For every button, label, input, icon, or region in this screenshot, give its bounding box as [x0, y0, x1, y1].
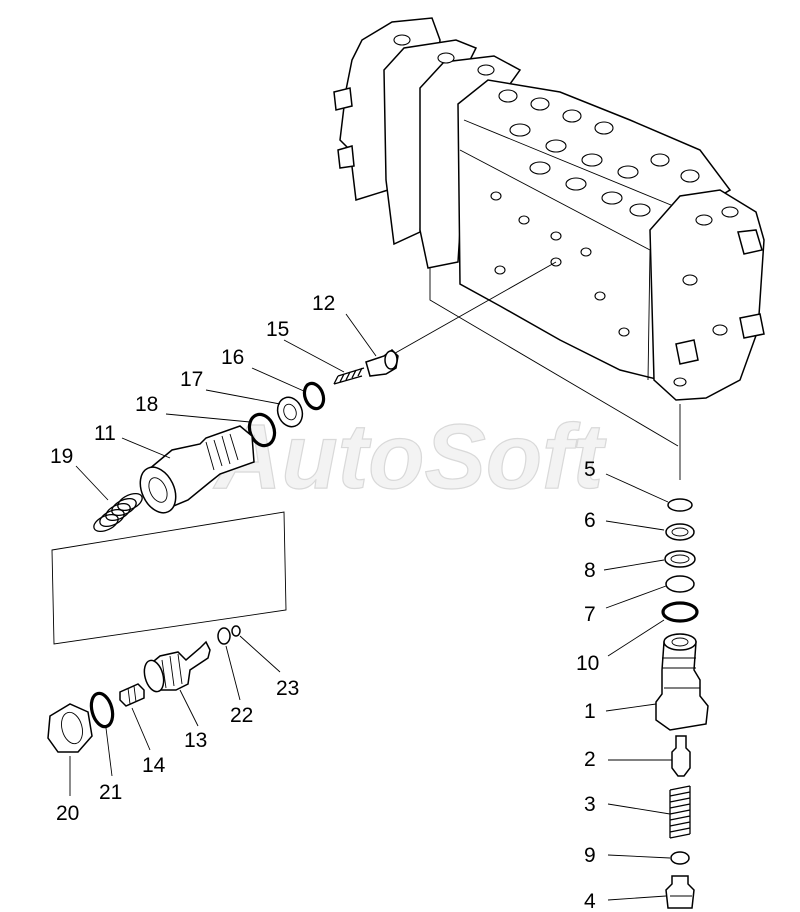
callout-6: 6: [584, 509, 596, 532]
upper-left-parts: [93, 349, 399, 533]
watermark: AutoSoft: [213, 406, 607, 508]
callout-18: 18: [135, 393, 158, 416]
callout-3: 3: [584, 793, 596, 816]
callout-9: 9: [584, 844, 596, 867]
assembly-lines: [51, 261, 557, 645]
callout-20: 20: [56, 802, 79, 825]
callout-19: 19: [50, 445, 73, 468]
callout-5: 5: [584, 458, 596, 481]
callout-4: 4: [584, 890, 596, 912]
callout-12: 12: [312, 292, 335, 315]
control-valve-body: [333, 17, 765, 480]
callout-leaders: [69, 313, 672, 901]
callout-8: 8: [584, 559, 596, 582]
callout-10: 10: [576, 652, 599, 675]
callout-7: 7: [584, 603, 596, 626]
callout-14: 14: [142, 754, 166, 777]
right-parts-stack: [655, 498, 709, 909]
callout-22: 22: [230, 704, 253, 727]
callout-15: 15: [266, 318, 289, 341]
callout-labels: 12 15 16 17 18 11 19 5 6 8 7 10 1 2 3 9 …: [50, 292, 599, 912]
callout-11: 11: [94, 422, 116, 445]
callout-13: 13: [184, 729, 207, 752]
callout-23: 23: [276, 677, 299, 700]
lower-left-parts: [47, 625, 241, 753]
callout-21: 21: [99, 781, 122, 804]
callout-16: 16: [221, 346, 244, 369]
callout-1: 1: [584, 700, 596, 723]
callout-2: 2: [584, 748, 596, 771]
callout-17: 17: [180, 368, 203, 391]
